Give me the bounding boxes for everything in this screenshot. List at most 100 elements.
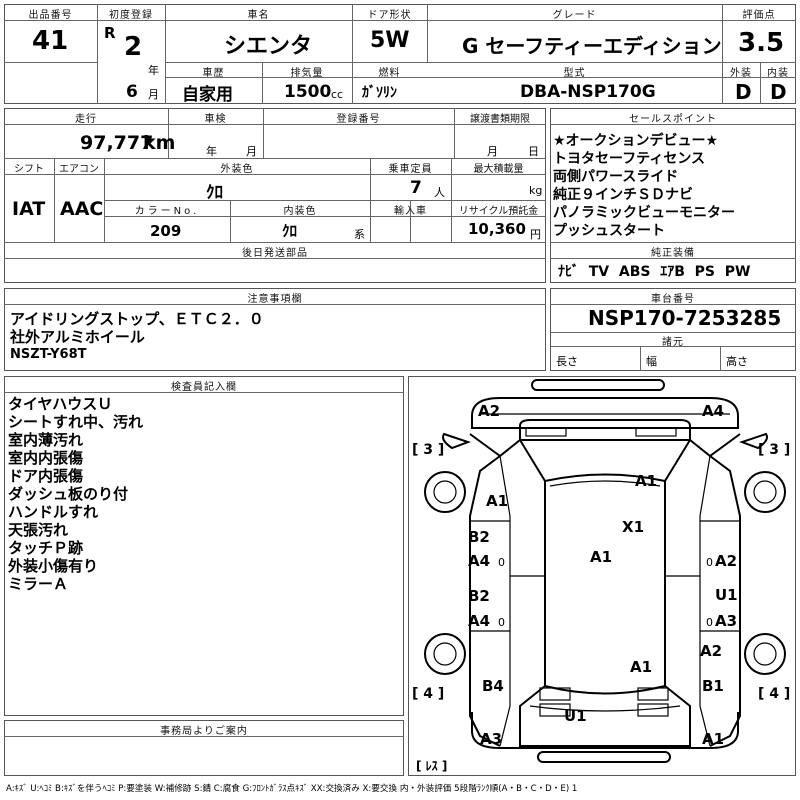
- notes-list: アイドリングストップ、ＥＴＣ２．０ 社外アルミホイール NSZT-Y68T: [10, 310, 264, 364]
- diagram-frame: [408, 376, 796, 776]
- first-registration-label: 初度登録: [109, 10, 153, 21]
- interior-color-unit: 系: [354, 228, 365, 241]
- sales-point: トヨタセーフティセンス: [553, 151, 706, 167]
- sales-point: 両側パワースライド: [553, 169, 679, 185]
- displacement-unit: cc: [331, 88, 344, 101]
- sales-points-label: セールスポイント: [629, 114, 717, 125]
- damage-diagram: [ 3 ] [ 3 ] [ 4 ] [ 4 ] 0 0 0 0 A2 A4 A1…: [412, 379, 790, 773]
- mileage-label: 走行: [75, 114, 97, 125]
- inspector-note: ミラーＡ: [8, 575, 69, 593]
- damage-mark: U1: [715, 586, 738, 604]
- grade-label: グレード: [552, 10, 597, 21]
- office-block: [4, 720, 404, 776]
- inspector-note: ダッシュ板のり付: [8, 485, 129, 503]
- ac-label: エアコン: [59, 164, 99, 175]
- tire-tread-rr: [ 4 ]: [758, 686, 790, 702]
- later-parts-label: 後日発送部品: [242, 248, 308, 259]
- grade: G セーフティーエディション: [462, 34, 722, 58]
- registration-year: 2: [124, 32, 143, 62]
- fuel: ｶﾞｿﾘﾝ: [362, 85, 397, 101]
- recycle-label: リサイクル預託金: [458, 206, 539, 217]
- car-name: シエンタ: [224, 34, 313, 59]
- score: 3.5: [738, 28, 785, 58]
- era: R: [104, 24, 116, 42]
- width-label: 幅: [646, 355, 657, 368]
- inspector-note: ドア内張傷: [8, 467, 84, 485]
- exterior-label: 外装: [730, 68, 752, 79]
- interior-color-label: 内装色: [283, 206, 317, 217]
- lot-number: 41: [32, 26, 69, 56]
- shift-label: シフト: [14, 164, 44, 175]
- score-label: 評価点: [742, 10, 776, 21]
- model-code: DBA-NSP170G: [520, 82, 656, 102]
- inspector-label: 検査員記入欄: [171, 382, 237, 393]
- inspector-note: 天張汚れ: [8, 521, 69, 539]
- inspection-year-unit: 年: [206, 145, 217, 158]
- mileage: 97,777: [80, 132, 154, 154]
- damage-mark: A3: [480, 730, 502, 748]
- color-number: 209: [150, 222, 182, 240]
- inspector-note: 室内薄汚れ: [8, 431, 84, 449]
- notes-block: [4, 288, 546, 371]
- inspection-month-unit: 月: [246, 145, 257, 158]
- shift: IAT: [12, 198, 46, 220]
- legend: A:ｷｽﾞ U:ﾍｺﾐ B:ｷｽﾞを伴うﾍｺﾐ P:要塗装 W:補修跡 S:錆 …: [6, 784, 578, 794]
- exterior-grade: D: [735, 80, 752, 104]
- fuel-label: 燃料: [378, 68, 401, 79]
- model-label: 型式: [563, 68, 586, 79]
- equipment-list: ﾅﾋﾞ TV ABS ｴｱB PS PW: [558, 264, 751, 280]
- wheel-mark: 0: [706, 556, 713, 569]
- damage-mark: B4: [482, 677, 504, 695]
- car-name-label: 車名: [247, 10, 270, 21]
- tire-tread-rl: [ 4 ]: [412, 686, 444, 702]
- vehicle-info-block: [4, 108, 546, 283]
- damage-mark: X1: [622, 518, 644, 536]
- wheel-mark: 0: [498, 556, 505, 569]
- chassis-number: NSP170-7253285: [588, 306, 782, 330]
- recycle-unit: 円: [530, 228, 541, 241]
- damage-mark: A4: [468, 612, 490, 630]
- capacity: 7: [410, 178, 422, 198]
- wheel-mark: 0: [498, 616, 505, 629]
- registration-month: 6: [126, 82, 138, 102]
- damage-mark: A1: [590, 548, 612, 566]
- max-load-unit: kg: [529, 184, 543, 197]
- year-unit: 年: [148, 64, 159, 77]
- month-unit: 月: [148, 88, 159, 101]
- air-conditioner: AAC: [60, 198, 104, 220]
- height-label: 高さ: [726, 355, 748, 368]
- interior-grade: D: [770, 80, 787, 104]
- office-label: 事務局よりご案内: [160, 726, 248, 737]
- damage-mark: U1: [564, 707, 587, 725]
- inspection-label: 車検: [204, 114, 227, 125]
- length-label: 長さ: [556, 355, 578, 368]
- damage-mark: A1: [630, 658, 652, 676]
- note-line: NSZT-Y68T: [10, 347, 87, 362]
- interior-color: ｸﾛ: [282, 222, 298, 240]
- wheel-mark: 0: [706, 616, 713, 629]
- damage-mark: A4: [468, 552, 490, 570]
- damage-mark: A3: [715, 612, 737, 630]
- mileage-unit: km: [143, 132, 176, 154]
- transfer-month-unit: 月: [487, 145, 498, 158]
- import-label: 輸入車: [394, 206, 427, 217]
- notes-label: 注意事項欄: [247, 294, 303, 305]
- history: 自家用: [182, 85, 233, 105]
- note-line: アイドリングストップ、ＥＴＣ２．０: [10, 310, 264, 328]
- color-number-label: カラーNo.: [134, 206, 200, 217]
- spec-label: 諸元: [662, 337, 684, 348]
- tire-tread-fr: [ 3 ]: [758, 442, 790, 458]
- damage-mark: B2: [468, 528, 490, 546]
- inspector-note: 外装小傷有り: [8, 557, 99, 575]
- damage-mark: A2: [715, 552, 737, 570]
- chassis-block: [550, 288, 796, 371]
- sales-point: ★オークションデビュー★: [553, 133, 719, 149]
- inspector-block: [4, 376, 404, 716]
- inspector-note: シートすれ中、汚れ: [8, 413, 144, 431]
- sales-points-block: [550, 108, 796, 283]
- damage-mark: A2: [700, 642, 722, 660]
- damage-mark: A1: [635, 472, 657, 490]
- damage-mark: A2: [478, 402, 500, 420]
- sales-point: プッシュスタート: [553, 223, 665, 239]
- header-block: [4, 4, 796, 104]
